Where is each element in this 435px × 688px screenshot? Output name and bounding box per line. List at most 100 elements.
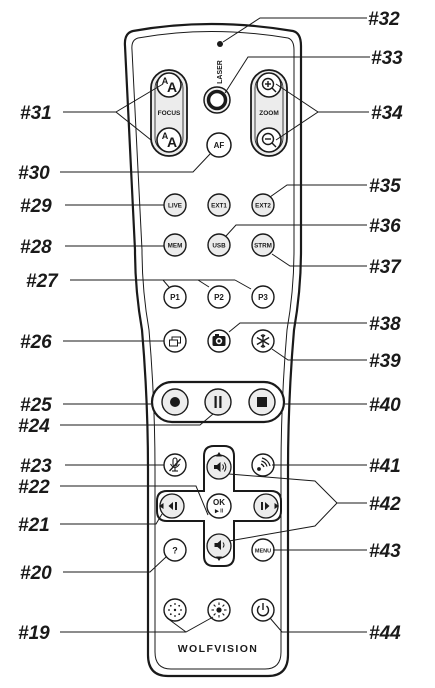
callout-29: #29 bbox=[20, 196, 52, 217]
live-label: LIVE bbox=[168, 203, 182, 210]
volume-up-button[interactable] bbox=[206, 452, 232, 480]
callout-23: #23 bbox=[20, 456, 52, 477]
next-icon bbox=[261, 502, 279, 510]
callout-43: #43 bbox=[369, 541, 401, 562]
light-high-icon bbox=[211, 602, 227, 618]
callout-38: #38 bbox=[369, 314, 401, 335]
window-icon bbox=[169, 336, 181, 347]
record-button[interactable] bbox=[161, 388, 189, 416]
callout-44: #44 bbox=[369, 623, 401, 644]
ext2-label: EXT2 bbox=[255, 203, 271, 210]
focus-near-small-a: A bbox=[162, 131, 169, 141]
window-button[interactable] bbox=[163, 329, 187, 353]
focus-near-button[interactable]: A A bbox=[156, 127, 182, 153]
laser-indicator bbox=[217, 41, 223, 47]
volume-down-icon bbox=[214, 540, 225, 561]
callout-41: #41 bbox=[369, 456, 401, 477]
p2-label: P2 bbox=[214, 293, 224, 302]
callout-28: #28 bbox=[20, 237, 52, 258]
ext2-button[interactable]: EXT2 bbox=[251, 193, 275, 217]
callout-40: #40 bbox=[369, 395, 401, 416]
usb-label: USB bbox=[212, 243, 226, 250]
mem-button[interactable]: MEM bbox=[163, 233, 187, 257]
previous-icon bbox=[159, 502, 177, 510]
camera-button[interactable] bbox=[207, 329, 231, 353]
zoom-in-button[interactable] bbox=[256, 72, 282, 98]
power-icon bbox=[256, 603, 270, 617]
menu-label: MENU bbox=[255, 548, 271, 554]
pause-button[interactable] bbox=[204, 388, 232, 416]
af-label: AF bbox=[214, 141, 225, 150]
strm-label: STRM bbox=[254, 243, 272, 250]
camera-icon bbox=[212, 334, 226, 346]
callout-20: #20 bbox=[20, 563, 52, 584]
leader-lines bbox=[60, 17, 370, 633]
callout-22: #22 bbox=[18, 477, 50, 498]
p3-label: P3 bbox=[258, 293, 268, 302]
callout-35: #35 bbox=[369, 176, 401, 197]
callout-31: #31 bbox=[20, 103, 52, 124]
laser-button[interactable] bbox=[203, 86, 231, 114]
callout-37: #37 bbox=[369, 257, 402, 278]
callout-19: #19 bbox=[18, 623, 50, 644]
power-button[interactable] bbox=[251, 598, 275, 622]
mem-label: MEM bbox=[168, 243, 183, 250]
p3-button[interactable]: P3 bbox=[251, 285, 275, 309]
record-icon bbox=[170, 397, 180, 407]
strm-button[interactable]: STRM bbox=[251, 233, 275, 257]
ext1-button[interactable]: EXT1 bbox=[207, 193, 231, 217]
laser-label: LASER bbox=[217, 60, 224, 84]
usb-button[interactable]: USB bbox=[207, 233, 231, 257]
stop-icon bbox=[257, 397, 267, 407]
zoom-out-icon bbox=[261, 132, 277, 148]
help-button[interactable]: ? bbox=[163, 538, 187, 562]
zoom-label: ZOOM bbox=[259, 110, 279, 117]
callout-27: #27 bbox=[26, 271, 59, 292]
brand-logo: WOLFVISION bbox=[178, 643, 259, 655]
freeze-button[interactable] bbox=[251, 329, 275, 353]
callout-25: #25 bbox=[20, 395, 52, 416]
callout-26: #26 bbox=[20, 332, 52, 353]
callout-42: #42 bbox=[369, 494, 401, 515]
callout-39: #39 bbox=[369, 351, 401, 372]
light-low-icon bbox=[168, 603, 182, 617]
callout-33: #33 bbox=[371, 48, 403, 69]
focus-label: FOCUS bbox=[158, 110, 181, 117]
mic-mute-button[interactable] bbox=[163, 453, 187, 477]
zoom-in-icon bbox=[261, 77, 277, 93]
microphone-mute-icon bbox=[169, 457, 181, 472]
stop-button[interactable] bbox=[248, 388, 276, 416]
ext1-label: EXT1 bbox=[211, 203, 227, 210]
next-button[interactable] bbox=[253, 493, 279, 519]
light-high-button[interactable] bbox=[207, 598, 231, 622]
live-button[interactable]: LIVE bbox=[163, 193, 187, 217]
callout-labels: #32 #33 #31 #34 #30 #35 #29 #36 #28 #37 … bbox=[18, 9, 403, 644]
light-low-button[interactable] bbox=[163, 598, 187, 622]
callout-21: #21 bbox=[18, 515, 50, 536]
p1-label: P1 bbox=[170, 293, 180, 302]
snowflake-icon bbox=[256, 334, 270, 348]
focus-far-button[interactable]: A A bbox=[156, 72, 182, 98]
wireless-icon bbox=[257, 457, 271, 471]
callout-30: #30 bbox=[18, 163, 50, 184]
ok-sublabel: ▶ II bbox=[214, 509, 224, 515]
wireless-button[interactable] bbox=[251, 453, 275, 477]
pause-icon bbox=[214, 396, 222, 408]
callout-34: #34 bbox=[371, 103, 403, 124]
focus-far-large-a: A bbox=[167, 79, 177, 95]
callout-36: #36 bbox=[369, 216, 401, 237]
previous-button[interactable] bbox=[159, 493, 185, 519]
p2-button[interactable]: P2 bbox=[207, 285, 231, 309]
ok-button[interactable]: OK ▶ II bbox=[206, 493, 232, 519]
af-button[interactable]: AF bbox=[206, 132, 232, 158]
focus-far-small-a: A bbox=[162, 76, 169, 86]
menu-button[interactable]: MENU bbox=[251, 538, 275, 562]
help-label: ? bbox=[172, 546, 178, 556]
volume-down-button[interactable] bbox=[206, 533, 232, 561]
volume-up-icon bbox=[214, 452, 227, 472]
zoom-out-button[interactable] bbox=[256, 127, 282, 153]
ok-label: OK bbox=[213, 498, 225, 507]
p1-button[interactable]: P1 bbox=[163, 285, 187, 309]
focus-near-large-a: A bbox=[167, 134, 177, 150]
